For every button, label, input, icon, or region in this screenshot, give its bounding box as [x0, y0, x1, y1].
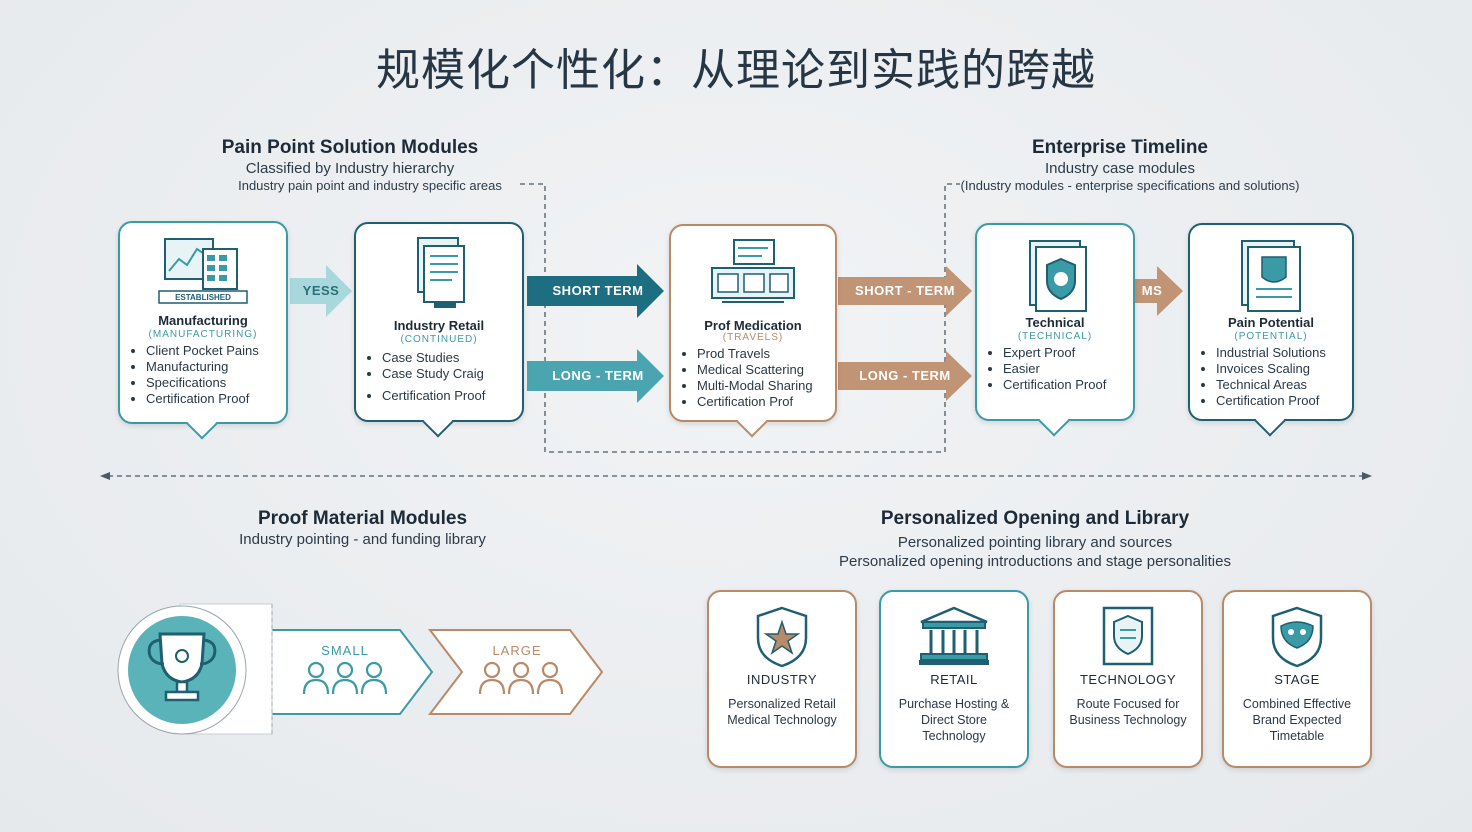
card-4-list: Expert Proof Easier Certification Proof: [989, 345, 1106, 393]
card-4-subtitle: (TECHNICAL): [1017, 331, 1093, 342]
card-5-title: Pain Potential: [1228, 315, 1314, 330]
card-1-title: Manufacturing: [158, 313, 248, 328]
list-item: Manufacturing: [146, 359, 259, 375]
large-chevron: [427, 629, 604, 715]
ms-arrow: [1135, 266, 1183, 316]
pain-section-subtitle: Classified by Industry hierarchy: [245, 160, 455, 177]
personal-section-title: Personalized Opening and Library: [880, 508, 1190, 529]
list-item: Invoices Scaling: [1216, 361, 1326, 377]
mini-card-stage[interactable]: STAGE Combined Effective Brand Expected …: [1222, 590, 1372, 768]
list-item: Case Study Craig: [382, 366, 485, 382]
list-item: Certification Proof: [1003, 377, 1106, 393]
ms-arrow-label: MS: [1141, 283, 1163, 298]
tech-document-icon: [1102, 606, 1154, 666]
list-item: Technical Areas: [1216, 377, 1326, 393]
card-2-subtitle: (CONTINUED): [400, 334, 478, 345]
list-item: Certification Proof: [146, 391, 259, 407]
certificate-icon: [1241, 240, 1301, 312]
reports-icon: [711, 239, 795, 303]
proof-section-title: Proof Material Modules: [257, 508, 468, 529]
large-label: LARGE: [492, 643, 542, 658]
yes-arrow-label: YESS: [302, 283, 340, 298]
mini-card-3-desc: Route Focused for Business Technology: [1069, 697, 1187, 727]
page-title: 规模化个性化：从理论到实践的跨越: [376, 45, 1096, 96]
small-team-icon: [302, 661, 388, 695]
card-industry-retail[interactable]: Industry Retail (CONTINUED) Case Studies…: [354, 222, 524, 438]
list-item: Certification Proof: [1216, 393, 1326, 409]
list-item: Medical Scattering: [697, 362, 813, 378]
long-term-label: LONG - TERM: [552, 368, 644, 383]
list-item: Industrial Solutions: [1216, 345, 1326, 361]
yes-arrow: [290, 265, 352, 317]
document-icon: [417, 237, 465, 308]
list-item: Certification Proof: [382, 388, 485, 404]
small-label: SMALL: [321, 643, 369, 658]
personal-section-subtitle-2: Personalized opening introductions and s…: [839, 553, 1231, 570]
list-item: Certification Prof: [697, 394, 813, 410]
card-3-list: Prod Travels Medical Scattering Multi-Mo…: [683, 346, 813, 410]
pain-section-note: Industry pain point and industry specifi…: [238, 178, 502, 193]
card-4-title: Technical: [1025, 315, 1085, 330]
dashed-bracket: [520, 183, 960, 453]
list-item: Expert Proof: [1003, 345, 1106, 361]
mini-card-2-title: RETAIL: [930, 672, 978, 687]
list-item: Prod Travels: [697, 346, 813, 362]
mini-card-3-title: TECHNOLOGY: [1079, 672, 1176, 687]
card-1-icon-label: ESTABLISHED: [175, 293, 231, 302]
card-2-title: Industry Retail: [393, 318, 485, 333]
mini-card-technology[interactable]: TECHNOLOGY Route Focused for Business Te…: [1053, 590, 1203, 768]
card-1-subtitle: (MANUFACTURING): [148, 329, 258, 340]
timeline-section-subtitle: Industry case modules: [1044, 160, 1196, 177]
building-icon: [919, 606, 989, 665]
short-term-label: SHORT TERM: [552, 283, 644, 298]
personal-section-subtitle: Personalized pointing library and source…: [897, 534, 1173, 551]
long-term-label-2: LONG - TERM: [859, 368, 951, 383]
card-1-list: Client Pocket Pains Manufacturing Specif…: [132, 343, 259, 407]
card-3-title: Prof Medication: [704, 318, 802, 333]
star-badge-icon: [756, 606, 808, 668]
proof-section-subtitle: Industry pointing - and funding library: [239, 531, 486, 548]
long-term-arrow-2: [838, 351, 972, 401]
divider-arrow-left: [100, 472, 110, 480]
short-term-arrow-2: [838, 266, 972, 316]
card-technical[interactable]: Technical (TECHNICAL) Expert Proof Easie…: [975, 223, 1135, 437]
pain-section-title: Pain Point Solution Modules: [221, 137, 479, 158]
mini-card-2-desc: Purchase Hosting & Direct Store Technolo…: [898, 697, 1010, 743]
trophy-icon: [117, 605, 247, 735]
stage-shield-icon: [1271, 606, 1323, 668]
list-item: Multi-Modal Sharing: [697, 378, 813, 394]
card-5-list: Industrial Solutions Invoices Scaling Te…: [1202, 345, 1326, 409]
list-item: Client Pocket Pains: [146, 343, 259, 359]
list-item: Specifications: [146, 375, 259, 391]
mini-card-retail[interactable]: RETAIL Purchase Hosting & Direct Store T…: [879, 590, 1029, 768]
card-3-subtitle: (TRAVELS): [722, 332, 784, 343]
large-team-icon: [478, 661, 564, 695]
mini-card-1-desc: Personalized Retail Medical Technology: [727, 697, 837, 727]
short-term-arrow: [527, 264, 664, 318]
shield-document-icon: [1029, 240, 1087, 312]
mini-card-4-desc: Combined Effective Brand Expected Timeta…: [1242, 697, 1352, 743]
timeline-section-title: Enterprise Timeline: [1032, 137, 1208, 158]
card-5-subtitle: (POTENTIAL): [1234, 331, 1308, 342]
card-manufacturing[interactable]: ESTABLISHED Manufacturing (MANUFACTURING…: [118, 221, 288, 440]
mini-card-4-title: STAGE: [1274, 672, 1320, 687]
mini-card-industry[interactable]: INDUSTRY Personalized Retail Medical Tec…: [707, 590, 857, 768]
list-item: Easier: [1003, 361, 1106, 377]
card-prof-medication[interactable]: Prof Medication (TRAVELS) Prod Travels M…: [669, 224, 837, 438]
short-term-label-2: SHORT - TERM: [855, 283, 955, 298]
timeline-section-note: (Industry modules - enterprise specifica…: [960, 178, 1300, 193]
list-item: Case Studies: [382, 350, 485, 366]
mini-card-1-title: INDUSTRY: [746, 672, 818, 687]
card-pain-potential[interactable]: Pain Potential (POTENTIAL) Industrial So…: [1188, 223, 1354, 437]
card-2-list: Case Studies Case Study Craig Certificat…: [368, 350, 485, 404]
dashboard-icon: [158, 238, 248, 304]
long-term-arrow: [527, 349, 664, 403]
divider-arrow-right: [1362, 472, 1372, 480]
